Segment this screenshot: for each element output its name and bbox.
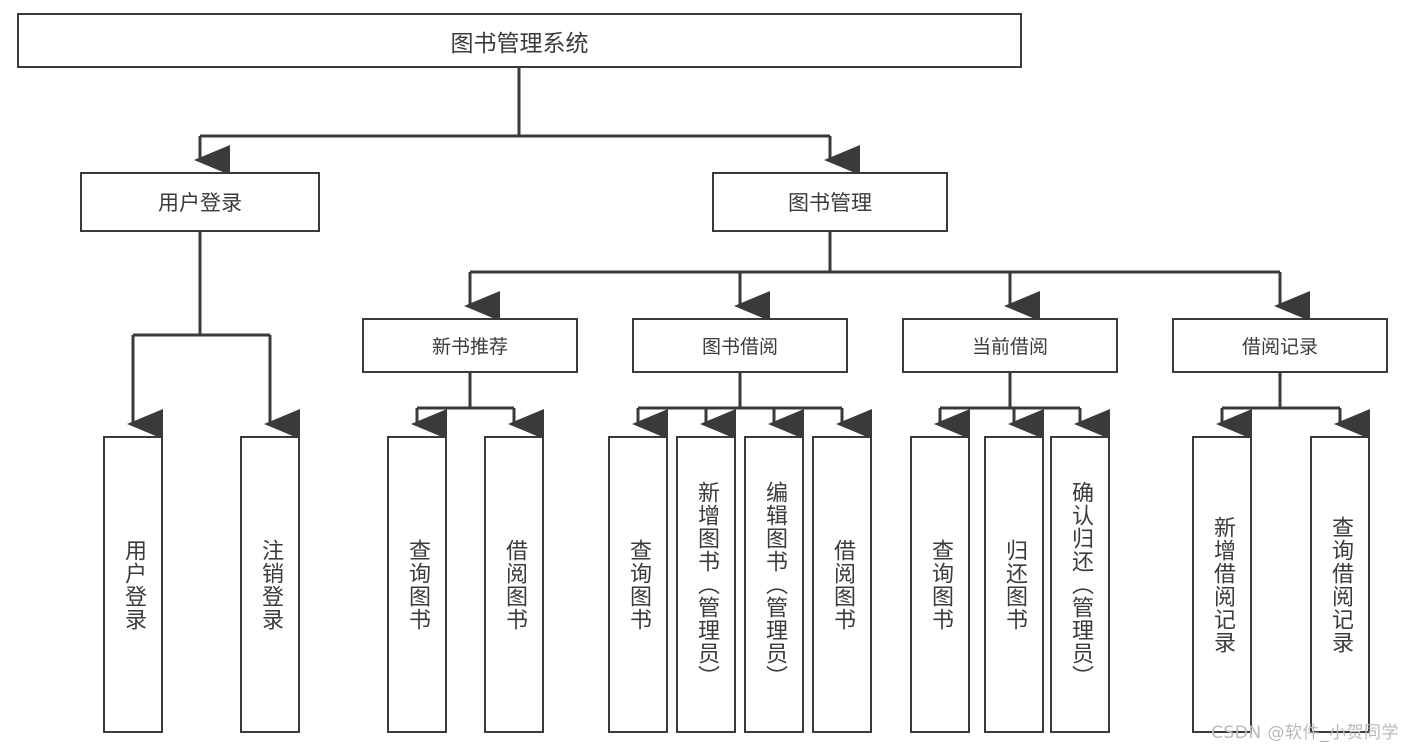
node-leaf-label: 注销登录 bbox=[257, 538, 283, 631]
node-leaf-return-book[interactable]: 归还图书 bbox=[984, 436, 1044, 733]
node-leaf-label: 查询借阅记录 bbox=[1327, 515, 1353, 654]
node-leaf-label: 查询图书 bbox=[404, 538, 430, 631]
node-book-borrow[interactable]: 图书借阅 bbox=[632, 318, 848, 373]
node-borrow-record[interactable]: 借阅记录 bbox=[1172, 318, 1388, 373]
node-leaf-label: 借阅图书 bbox=[501, 538, 527, 631]
node-current-borrow[interactable]: 当前借阅 bbox=[902, 318, 1118, 373]
node-leaf-label: 确认归还（管理员） bbox=[1067, 481, 1093, 688]
node-leaf-add-record[interactable]: 新增借阅记录 bbox=[1192, 436, 1252, 733]
node-leaf-label: 编辑图书（管理员） bbox=[761, 481, 787, 688]
node-root-label: 图书管理系统 bbox=[450, 30, 589, 57]
node-leaf-label: 用户登录 bbox=[120, 538, 146, 631]
node-book-manage[interactable]: 图书管理 bbox=[712, 172, 948, 232]
node-leaf-query-book-3[interactable]: 查询图书 bbox=[910, 436, 970, 733]
node-current-borrow-label: 当前借阅 bbox=[971, 336, 1048, 358]
node-leaf-confirm-return[interactable]: 确认归还（管理员） bbox=[1050, 436, 1110, 733]
node-leaf-label: 归还图书 bbox=[1001, 538, 1027, 631]
node-new-book-recommend-label: 新书推荐 bbox=[431, 336, 508, 358]
node-leaf-add-book[interactable]: 新增图书（管理员） bbox=[676, 436, 736, 733]
node-leaf-label: 查询图书 bbox=[927, 538, 953, 631]
node-borrow-record-label: 借阅记录 bbox=[1241, 336, 1318, 358]
node-leaf-query-record[interactable]: 查询借阅记录 bbox=[1310, 436, 1370, 733]
node-leaf-borrow-book-1[interactable]: 借阅图书 bbox=[484, 436, 544, 733]
node-leaf-label: 借阅图书 bbox=[829, 538, 855, 631]
node-leaf-label: 新增图书（管理员） bbox=[693, 481, 719, 688]
node-leaf-label: 新增借阅记录 bbox=[1209, 515, 1235, 654]
node-leaf-label: 查询图书 bbox=[625, 538, 651, 631]
node-leaf-query-book-1[interactable]: 查询图书 bbox=[387, 436, 447, 733]
node-user-login[interactable]: 用户登录 bbox=[80, 172, 320, 232]
node-book-manage-label: 图书管理 bbox=[788, 191, 872, 215]
node-leaf-borrow-book-2[interactable]: 借阅图书 bbox=[812, 436, 872, 733]
node-user-login-label: 用户登录 bbox=[158, 191, 242, 215]
node-leaf-user-logout[interactable]: 注销登录 bbox=[240, 436, 300, 733]
watermark-text: CSDN @软件_小贺同学 bbox=[1211, 723, 1399, 743]
node-leaf-edit-book[interactable]: 编辑图书（管理员） bbox=[744, 436, 804, 733]
node-root-system[interactable]: 图书管理系统 bbox=[17, 13, 1022, 68]
node-book-borrow-label: 图书借阅 bbox=[701, 336, 778, 358]
node-new-book-recommend[interactable]: 新书推荐 bbox=[362, 318, 578, 373]
node-leaf-query-book-2[interactable]: 查询图书 bbox=[608, 436, 668, 733]
node-leaf-user-login[interactable]: 用户登录 bbox=[103, 436, 163, 733]
